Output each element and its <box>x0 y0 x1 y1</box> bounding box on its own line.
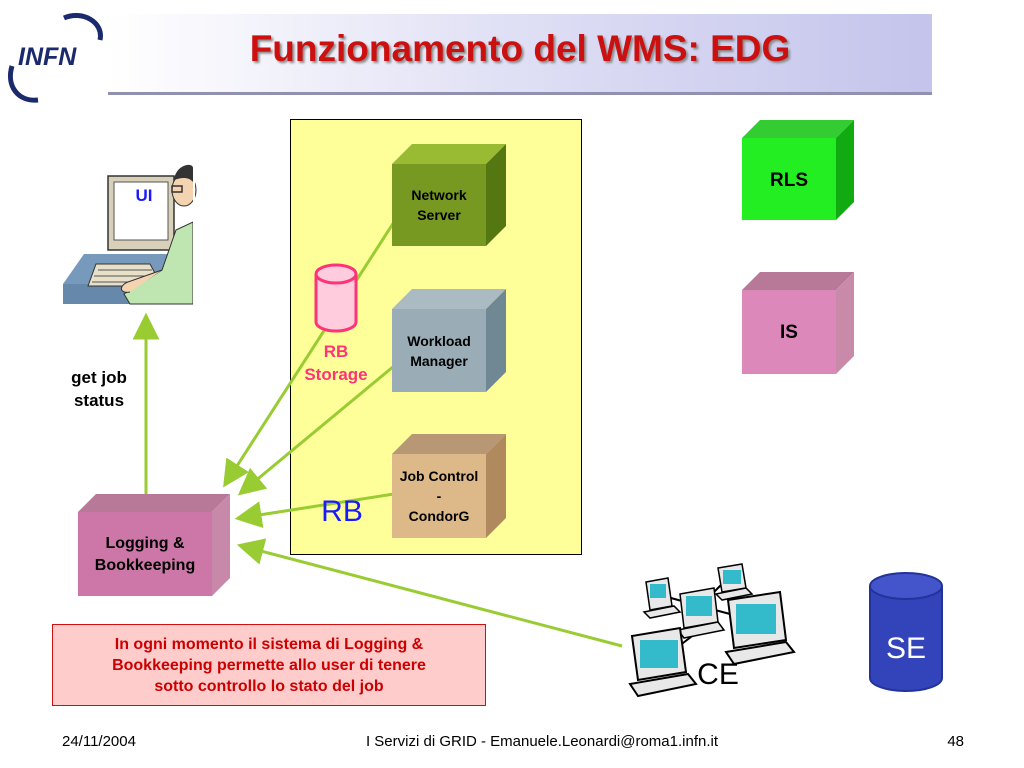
ui-label: UI <box>135 186 153 205</box>
get-job-status-label: get job status <box>54 366 144 412</box>
page-title: Funzionamento del WMS: EDG <box>249 28 791 69</box>
job-control-line3: CondorG <box>408 508 470 524</box>
arrow-network-to-logging <box>223 221 396 488</box>
logo-arc-top-icon <box>62 13 103 41</box>
footer-date: 24/11/2004 <box>62 733 136 750</box>
network-server-box <box>392 144 506 246</box>
job-control-line1: Job Control <box>399 468 479 484</box>
logging-info-callout: In ogni momento il sistema di Logging & … <box>52 624 486 706</box>
arrow-jobcontrol-to-logging <box>234 492 395 529</box>
logging-line1: Logging & <box>105 535 185 552</box>
logging-bookkeeping-box <box>78 494 230 596</box>
rls-box <box>742 120 854 220</box>
job-control-line2: - <box>436 488 442 504</box>
workload-manager-box <box>392 289 506 392</box>
se-cylinder <box>869 572 943 692</box>
ce-computers-icon <box>628 563 796 698</box>
rb-label: RB <box>321 495 363 528</box>
logo-arc-bottom-icon <box>8 65 39 103</box>
arrow-ce-to-logging <box>236 538 623 648</box>
arrow-workload-to-logging <box>237 364 395 496</box>
logging-bookkeeping-label: Logging & Bookkeeping <box>78 533 212 577</box>
get-job-status-line2: status <box>73 391 125 410</box>
infn-logo: INFN <box>8 13 103 103</box>
rb-storage-cylinder <box>314 263 358 333</box>
is-box <box>742 272 854 374</box>
callout-line3: sotto controllo lo stato del job <box>154 677 384 695</box>
footer-page-number: 48 <box>947 733 964 750</box>
get-job-status-line1: get job <box>71 368 127 387</box>
user-computer-icon <box>63 160 197 306</box>
logging-line2: Bookkeeping <box>94 557 196 574</box>
logo-text: INFN <box>18 43 77 71</box>
rls-label: RLS <box>770 170 808 191</box>
callout-line2: Bookkeeping permette allo user di tenere <box>112 656 426 674</box>
callout-line1: In ogni momento il sistema di Logging & <box>114 635 424 653</box>
title-bar <box>108 14 932 95</box>
network-server-label: Network Server <box>392 185 486 225</box>
ce-label: CE <box>697 658 739 691</box>
workload-manager-label: Workload Manager <box>392 331 486 371</box>
is-label: IS <box>780 322 798 343</box>
network-server-line1: Network <box>411 187 467 203</box>
se-label: SE <box>885 632 927 665</box>
workload-manager-line1: Workload <box>407 333 471 349</box>
rb-storage-label: RB Storage <box>294 340 378 386</box>
job-control-label: Job Control - CondorG <box>388 466 490 526</box>
network-server-line2: Server <box>417 207 461 223</box>
workload-manager-line2: Manager <box>410 353 468 369</box>
rb-storage-line1: RB <box>323 342 349 361</box>
rb-storage-line2: Storage <box>304 365 368 384</box>
job-control-box <box>392 434 506 538</box>
footer-center: I Servizi di GRID - Emanuele.Leonardi@ro… <box>365 733 719 750</box>
